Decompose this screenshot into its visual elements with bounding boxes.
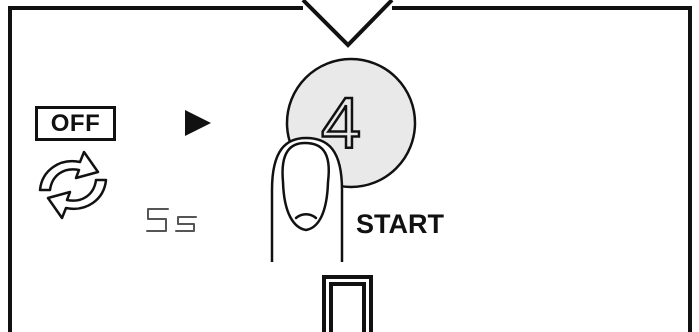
- timer-display: [147, 209, 196, 231]
- play-arrow-icon: [185, 110, 211, 136]
- off-button[interactable]: OFF: [35, 106, 116, 141]
- off-label: OFF: [51, 110, 101, 138]
- bottom-slot: [324, 277, 371, 332]
- down-pointer-icon: [303, 0, 392, 45]
- rotate-arrows-icon: [40, 152, 106, 218]
- fingernail: [283, 143, 329, 230]
- start-label: START: [356, 211, 444, 238]
